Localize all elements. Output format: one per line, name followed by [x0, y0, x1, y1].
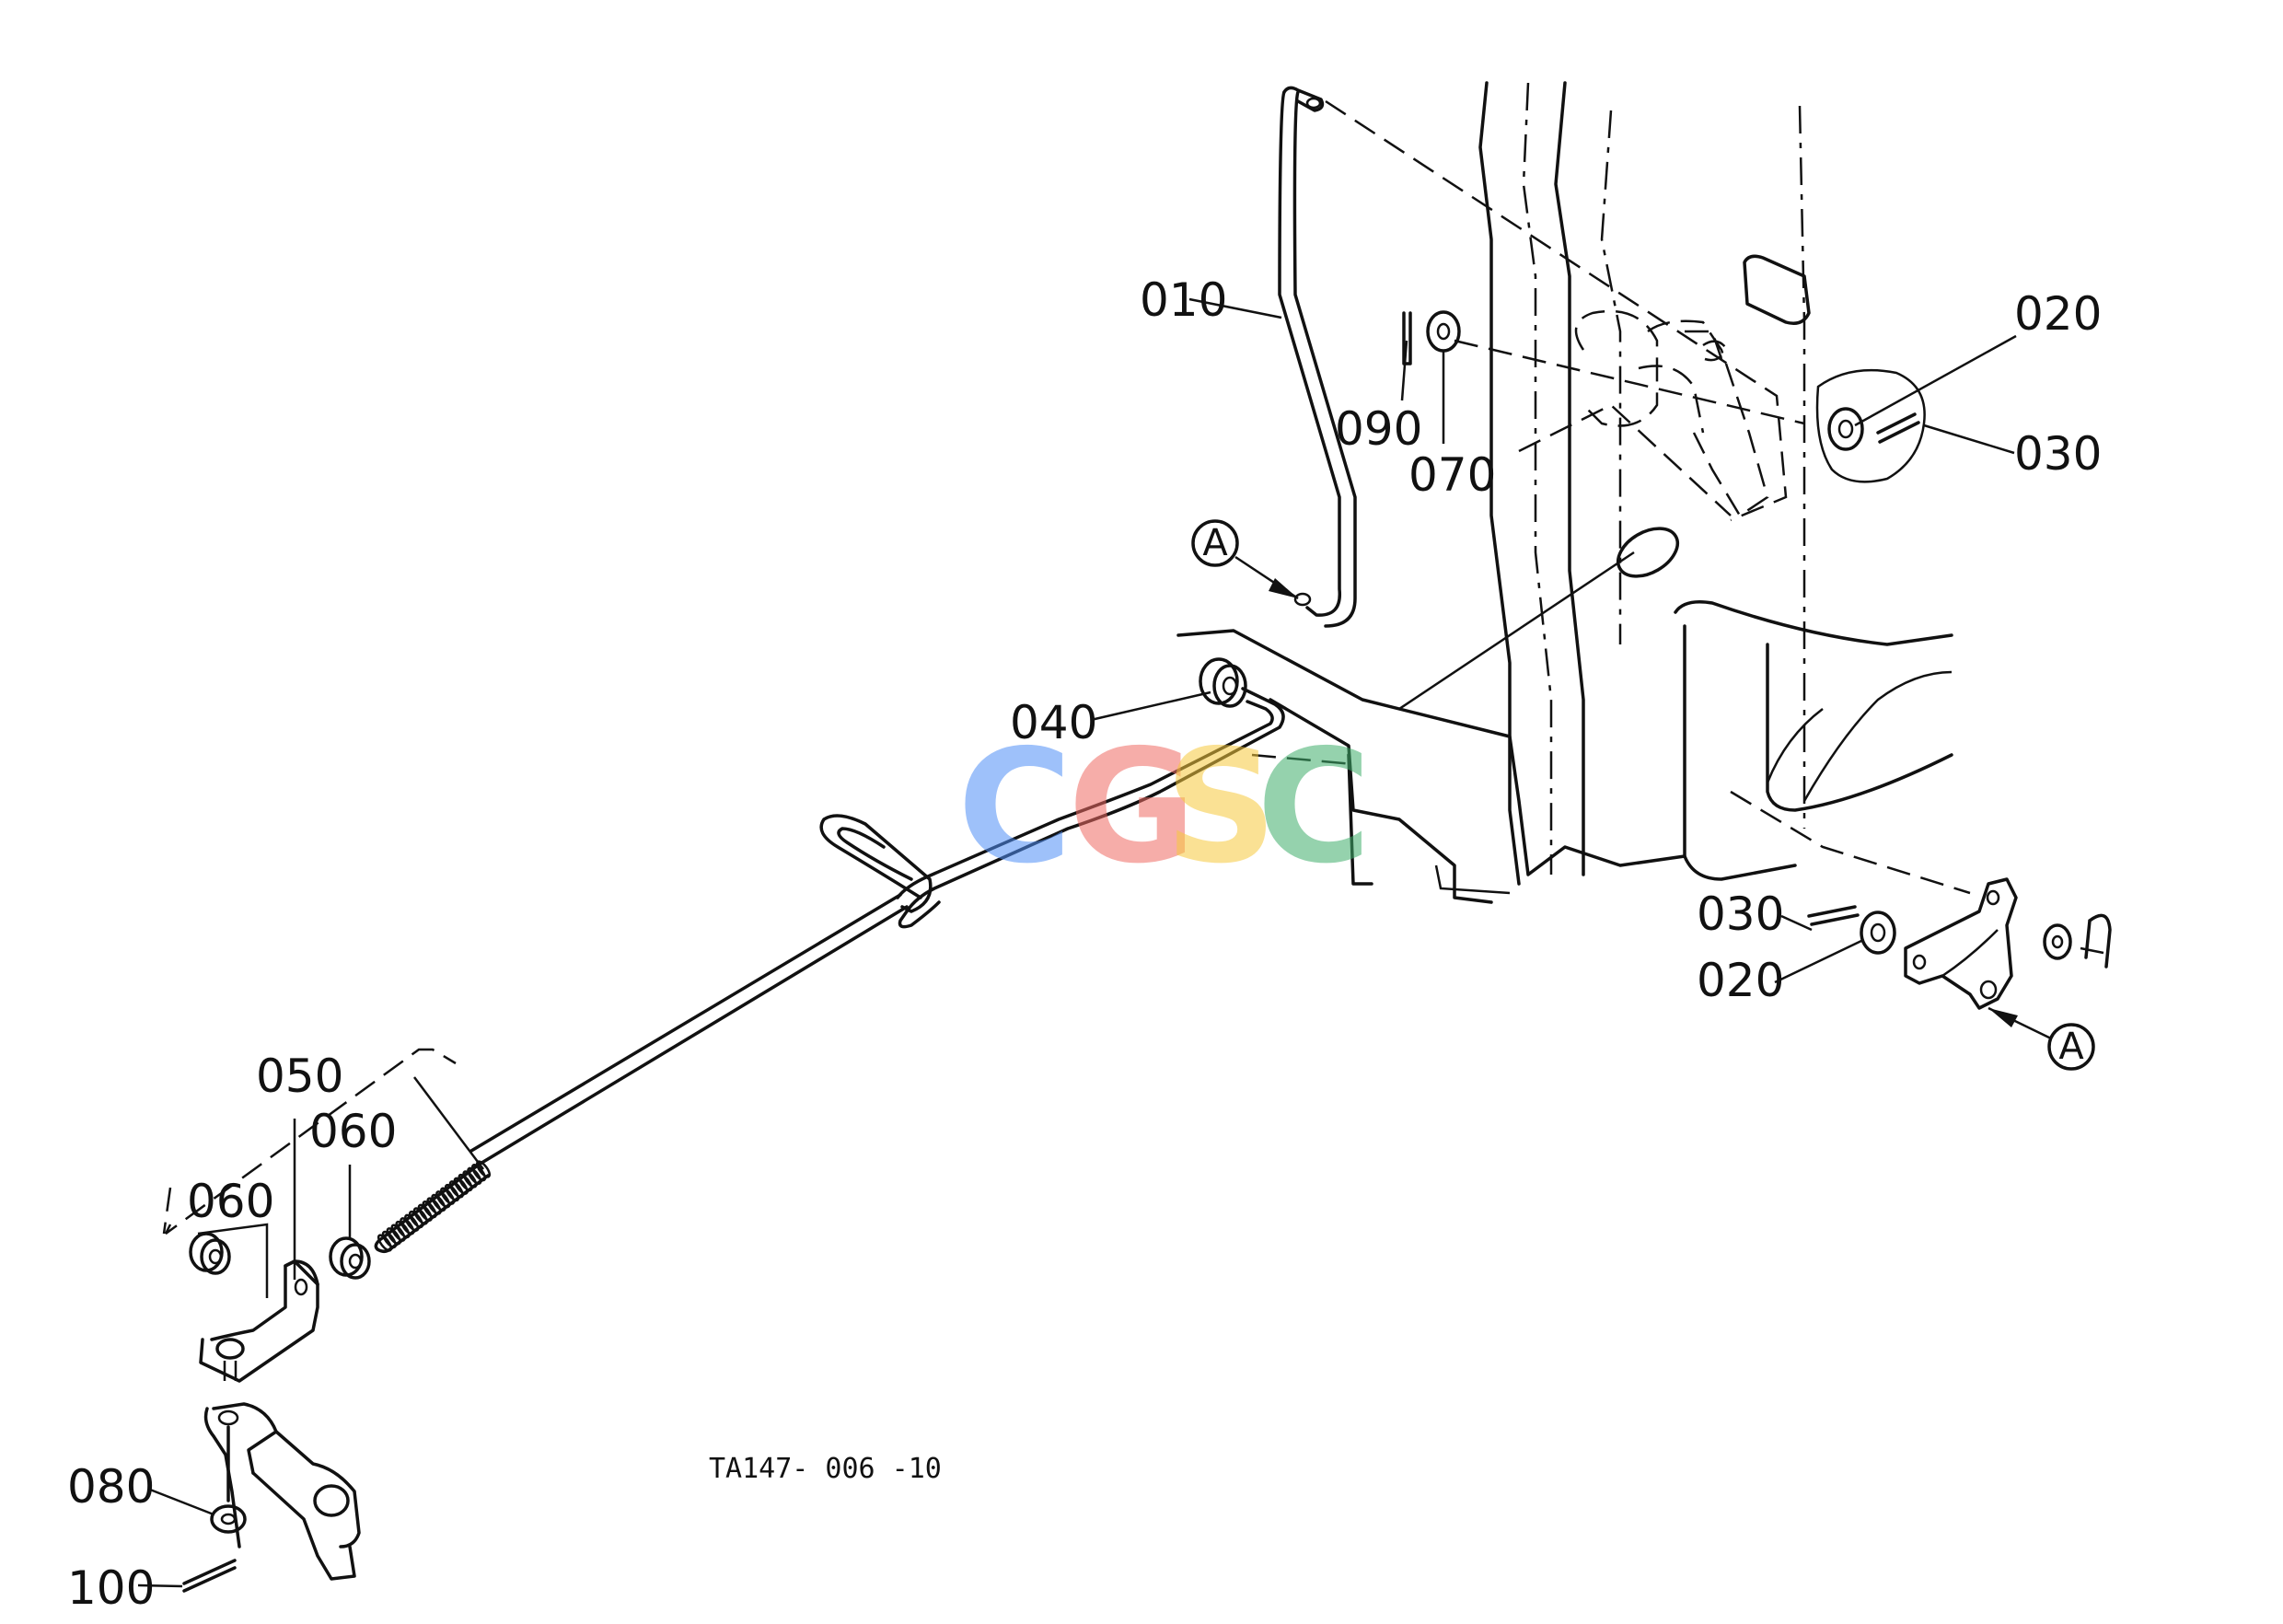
label-070: 070	[1408, 448, 1496, 502]
callout-a-right: A	[1987, 1006, 2095, 1071]
thread-coil	[448, 1180, 464, 1199]
part-070-washer	[1426, 310, 1461, 353]
thread-coil	[462, 1170, 478, 1189]
thread-coil	[435, 1190, 451, 1209]
watermark-letter: S	[1165, 716, 1277, 899]
part-080-washer	[210, 1504, 247, 1534]
part-040-bushing	[1199, 657, 1247, 708]
part-labels: 010 020 030 090 070 040 030 020 050 060 …	[67, 273, 2102, 1615]
label-080: 080	[67, 1460, 155, 1514]
thread-coil	[377, 1234, 393, 1252]
thread-coil	[412, 1207, 428, 1225]
bottom-lever-arm	[203, 1402, 361, 1581]
thread-coil	[467, 1166, 482, 1185]
drawing-code: TA147- 006 -10	[709, 1453, 942, 1485]
label-030-bottom: 030	[1697, 887, 1784, 941]
thread-coil	[400, 1217, 415, 1235]
bottom-right-bracket	[1904, 877, 2112, 1010]
part-050-kit-bracket	[162, 1048, 457, 1235]
part-100-cotter-pin	[182, 1559, 237, 1593]
label-030-top: 030	[2014, 427, 2102, 481]
leader-lines	[137, 297, 2017, 1588]
thread-coil	[408, 1210, 424, 1229]
thread-coils	[377, 1160, 492, 1252]
part-030-top-pin	[1876, 412, 1920, 444]
callout-a-left: A	[1191, 519, 1299, 600]
svg-text:A: A	[2058, 1026, 2084, 1068]
label-040: 040	[1010, 696, 1097, 749]
watermark-letter: G	[1068, 716, 1197, 899]
label-020-top: 020	[2014, 287, 2102, 341]
label-090: 090	[1335, 402, 1422, 456]
thread-coil	[453, 1177, 469, 1195]
part-030-bottom-pin	[1807, 905, 1860, 926]
thread-coil	[390, 1224, 406, 1242]
label-060-right: 060	[309, 1105, 397, 1158]
label-020-bottom: 020	[1697, 954, 1784, 1007]
thread-coil	[422, 1201, 437, 1219]
label-050: 050	[256, 1050, 343, 1103]
label-010: 010	[1140, 273, 1227, 327]
label-060-left: 060	[187, 1175, 274, 1228]
part-090-pin	[1402, 311, 1412, 365]
thread-coil	[444, 1183, 460, 1202]
part-060-left-nut	[189, 1232, 231, 1275]
thread-coil	[417, 1203, 433, 1222]
label-100: 100	[67, 1561, 155, 1615]
watermark-letter: C	[957, 716, 1072, 899]
thread-coil	[458, 1173, 473, 1192]
thread-coil	[381, 1230, 397, 1248]
lower-bracket	[199, 1259, 319, 1383]
watermark-logo: C G S C	[957, 716, 1372, 899]
thread-coil	[426, 1197, 442, 1215]
part-020-top-plate	[1815, 368, 1926, 483]
svg-text:A: A	[1202, 522, 1228, 564]
watermark-letter: C	[1257, 716, 1372, 899]
thread-coil	[431, 1193, 446, 1212]
thread-coil	[395, 1220, 411, 1239]
part-010-rod	[1278, 86, 1357, 628]
thread-coil	[440, 1187, 456, 1205]
frame-housing	[1176, 81, 1971, 904]
thread-coil	[404, 1213, 420, 1232]
thread-coil	[386, 1227, 401, 1246]
part-020-bottom-washer	[1860, 911, 1896, 955]
part-060-right-nut	[329, 1236, 371, 1280]
thread-coil	[471, 1164, 487, 1182]
